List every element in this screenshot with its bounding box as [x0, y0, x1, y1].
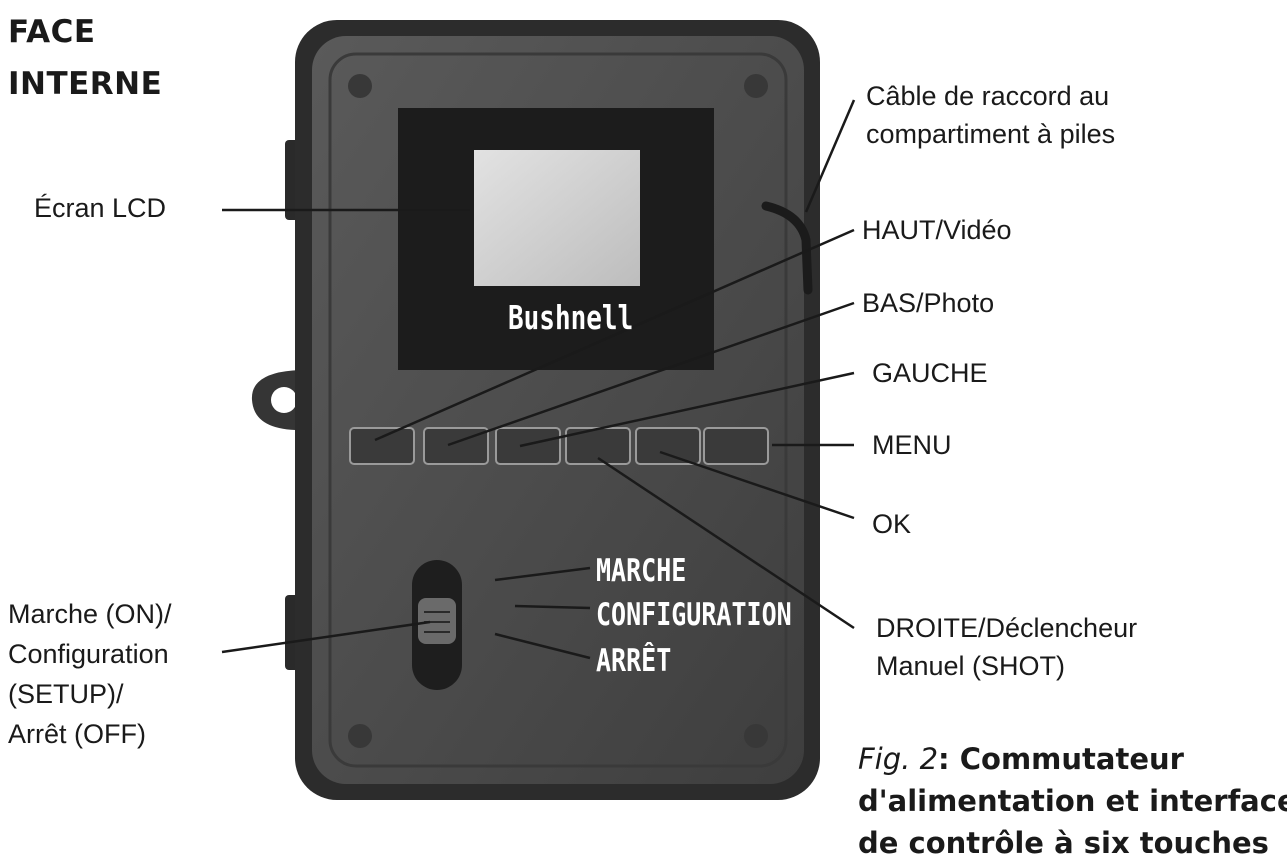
caption-line1-text: : Commutateur — [938, 742, 1184, 776]
label-lcd: Écran LCD — [34, 193, 167, 223]
switch-label-configuration: CONFIGURATION — [596, 596, 792, 633]
label-power-line1: Marche (ON)/ — [8, 599, 172, 629]
leader-left — [519, 371, 855, 448]
heading-interne: INTERNE — [8, 66, 163, 102]
switch-label-arret: ARRÊT — [596, 642, 672, 679]
leader-power — [221, 620, 431, 654]
label-menu: MENU — [872, 430, 952, 460]
button-left — [495, 427, 561, 465]
leader-cable — [804, 99, 856, 213]
battery-cable — [761, 201, 813, 295]
switch-label-marche: MARCHE — [596, 552, 687, 589]
leader-down — [447, 301, 855, 447]
label-cable-line1: Câble de raccord au — [866, 81, 1110, 111]
leader-right — [597, 456, 855, 630]
caption-line1: Fig. 2: Commutateur — [858, 738, 1287, 780]
button-ok — [635, 427, 701, 465]
leader-ok — [659, 450, 855, 520]
label-down: BAS/Photo — [862, 288, 995, 318]
leader-config — [514, 604, 591, 610]
label-ok: OK — [872, 509, 912, 539]
caption-line3: de contrôle à six touches — [858, 826, 1269, 860]
caption-fig-ref: Fig. 2 — [858, 742, 939, 776]
label-power-line3: (SETUP)/ — [8, 679, 124, 709]
label-cable-line2: compartiment à piles — [866, 119, 1116, 149]
label-right-line2: Manuel (SHOT) — [876, 651, 1066, 681]
figure-caption: Fig. 2: Commutateur d'alimentation et in… — [858, 738, 1287, 864]
heading-face: FACE — [8, 14, 96, 50]
button-menu — [703, 427, 769, 465]
leader-arret — [494, 632, 591, 660]
strap-hole — [271, 387, 297, 413]
label-up: HAUT/Vidéo — [862, 215, 1012, 245]
brand-logo: Bushnell — [508, 300, 634, 338]
leader-marche — [494, 566, 591, 582]
label-power-line2: Configuration — [8, 639, 169, 669]
caption-line2: d'alimentation et interface — [858, 784, 1287, 818]
label-left: GAUCHE — [872, 358, 988, 388]
lcd-screen — [474, 150, 640, 286]
button-row — [349, 427, 769, 465]
leader-up — [374, 228, 855, 442]
label-power-line4: Arrêt (OFF) — [8, 719, 146, 749]
button-up — [349, 427, 415, 465]
label-right-line1: DROITE/Déclencheur — [876, 613, 1138, 643]
